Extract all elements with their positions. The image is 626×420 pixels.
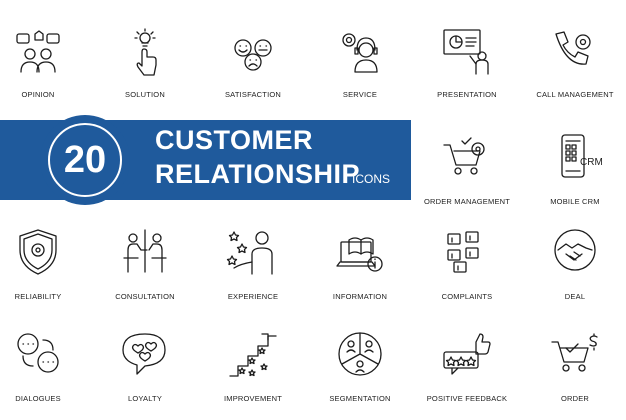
- icon-tile-segmentation: SEGMENTATION: [305, 330, 415, 420]
- title-suffix: ICONS: [352, 172, 391, 186]
- title-line-2: RELATIONSHIP: [155, 159, 361, 189]
- icon-label: COMPLAINTS: [441, 292, 493, 301]
- mobile-crm-screen-text: CRM: [580, 157, 603, 168]
- order-icon: [551, 333, 598, 372]
- icon-tile-deal: DEAL: [520, 228, 626, 318]
- icon-tile-call-management: CALL MANAGEMENT: [520, 28, 626, 118]
- icon-label: DEAL: [564, 292, 586, 301]
- icon-label: OPINION: [21, 90, 55, 99]
- segmentation-icon: [338, 332, 382, 376]
- improvement-icon: [229, 333, 277, 377]
- icon-label: MOBILE CRM: [550, 197, 600, 206]
- icon-label: SATISFACTION: [224, 90, 282, 99]
- icon-tile-information: INFORMATION: [305, 228, 415, 318]
- icon-label: ORDER: [560, 394, 590, 403]
- count-number: 20: [48, 123, 122, 197]
- opinion-icon: [16, 30, 60, 73]
- icon-label: LOYALTY: [127, 394, 163, 403]
- dialogues-icon: [17, 333, 59, 373]
- information-icon: [336, 237, 383, 272]
- icon-tile-order: ORDER: [520, 330, 626, 420]
- icon-tile-reliability: RELIABILITY: [0, 228, 93, 318]
- count-badge: 20: [40, 115, 130, 205]
- icon-label: EXPERIENCE: [227, 292, 279, 301]
- icon-tile-opinion: OPINION: [0, 28, 93, 118]
- icon-label: SERVICE: [342, 90, 378, 99]
- icon-tile-improvement: IMPROVEMENT: [198, 330, 308, 420]
- presentation-icon: [443, 29, 489, 75]
- icon-label: CONSULTATION: [115, 292, 175, 301]
- icon-tile-solution: SOLUTION: [90, 28, 200, 118]
- positive-feedback-icon: [443, 333, 491, 375]
- icon-tile-positive-feedback: POSITIVE FEEDBACK: [412, 330, 522, 420]
- consultation-icon: [123, 229, 167, 273]
- icon-label: CALL MANAGEMENT: [536, 90, 614, 99]
- icon-tile-dialogues: DIALOGUES: [0, 330, 93, 420]
- loyalty-icon: [122, 333, 166, 375]
- call-management-icon: [555, 31, 591, 65]
- satisfaction-icon: [234, 39, 272, 71]
- icon-label: RELIABILITY: [14, 292, 62, 301]
- experience-icon: [226, 231, 273, 275]
- icon-tile-complaints: COMPLAINTS: [412, 228, 522, 318]
- service-icon: [342, 33, 378, 73]
- icon-tile-experience: EXPERIENCE: [198, 228, 308, 318]
- icon-label: SOLUTION: [125, 90, 165, 99]
- complaints-icon: [447, 231, 479, 273]
- deal-icon: [554, 229, 596, 271]
- icon-tile-mobile-crm: CRM MOBILE CRM: [520, 133, 626, 223]
- icon-label: INFORMATION: [332, 292, 388, 301]
- icon-label: IMPROVEMENT: [223, 394, 283, 403]
- icon-label: DIALOGUES: [15, 394, 61, 403]
- reliability-icon: [19, 229, 57, 275]
- icon-label: POSITIVE FEEDBACK: [426, 394, 508, 403]
- icon-tile-presentation: PRESENTATION: [412, 28, 522, 118]
- icon-tile-service: SERVICE: [305, 28, 415, 118]
- icon-tile-order-management: ORDER MANAGEMENT: [412, 133, 522, 223]
- icon-label: ORDER MANAGEMENT: [423, 197, 511, 206]
- order-management-icon: [443, 137, 485, 175]
- icon-label: SEGMENTATION: [329, 394, 391, 403]
- title-line-1: CUSTOMER: [155, 125, 314, 155]
- mobile-crm-icon: CRM: [561, 134, 603, 178]
- icon-tile-satisfaction: SATISFACTION: [198, 28, 308, 118]
- solution-icon: [134, 28, 157, 76]
- icon-tile-loyalty: LOYALTY: [90, 330, 200, 420]
- icon-tile-consultation: CONSULTATION: [90, 228, 200, 318]
- icon-label: PRESENTATION: [437, 90, 497, 99]
